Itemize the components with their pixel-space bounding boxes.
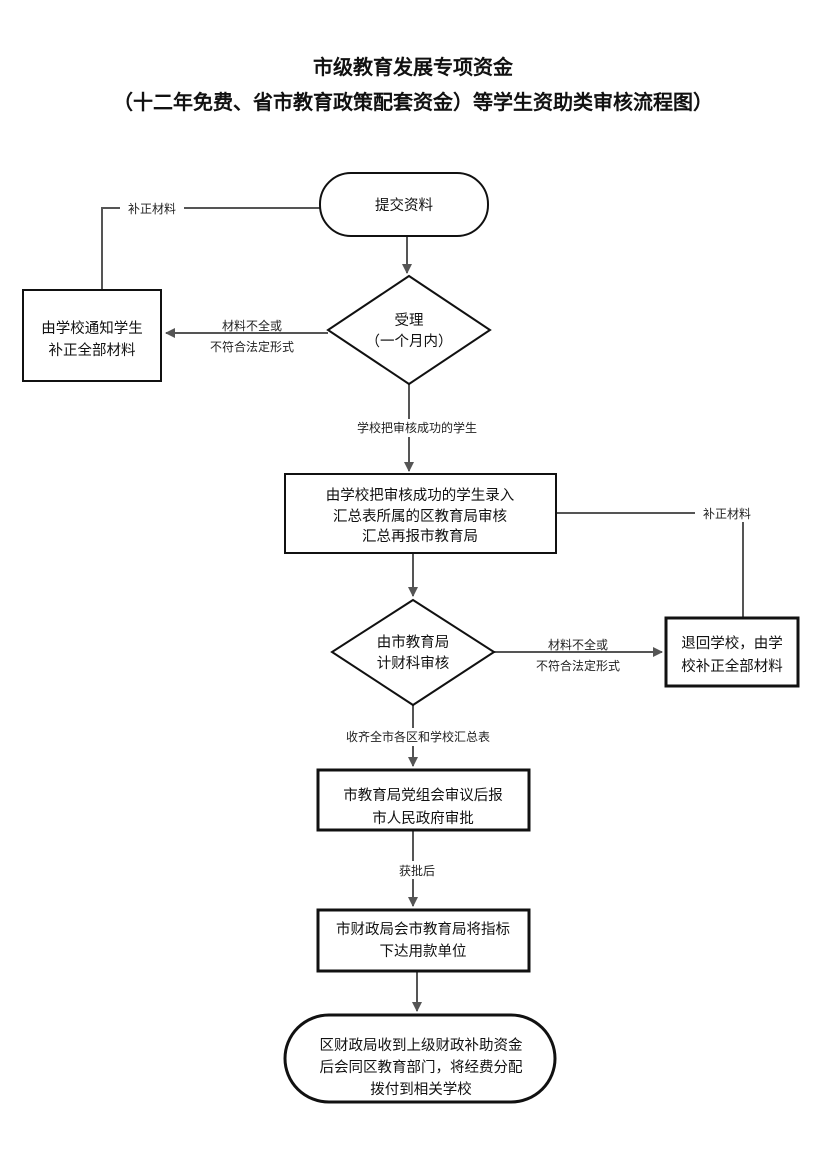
edge-label-incomplete-1a: 材料不全或	[222, 318, 282, 333]
title-line-2: （十二年免费、省市教育政策配套资金）等学生资助类审核流程图）	[113, 90, 713, 114]
node-notify-line-1: 由学校通知学生	[41, 320, 143, 337]
node-accept-line-1: 受理	[395, 312, 424, 329]
node-party-meeting: 市教育局党组会审议后报 市人民政府审批	[316, 768, 531, 832]
node-finance-review: 由市教育局 计财科审核	[330, 598, 496, 707]
node-issue-quota: 市财政局会市教育局将指标 下达用款单位	[316, 908, 531, 973]
node-entry-line-1: 由学校把审核成功的学生录入	[326, 487, 515, 504]
node-review-line-1: 由市教育局	[377, 634, 450, 651]
node-notify-student: 由学校通知学生 补正全部材料	[22, 289, 162, 382]
node-return-line-1: 退回学校，由学	[681, 635, 783, 652]
edge-label-after-approval: 获批后	[399, 863, 435, 878]
node-meeting-line-1: 市教育局党组会审议后报	[343, 787, 503, 804]
node-return-school: 退回学校，由学 校补正全部材料	[664, 616, 800, 688]
edge-label-incomplete-2b: 不符合法定形式	[536, 658, 620, 673]
node-accept: 受理 （一个月内）	[326, 274, 492, 386]
title-line-1: 市级教育发展专项资金	[313, 55, 514, 79]
node-return-line-2: 校补正全部材料	[681, 657, 783, 675]
node-review-line-2: 计财科审核	[377, 655, 450, 672]
node-notify-line-2: 补正全部材料	[49, 341, 136, 359]
node-school-entry: 由学校把审核成功的学生录入 汇总表所属的区教育局审核 汇总再报市教育局	[284, 473, 557, 554]
node-quota-line-1: 市财政局会市教育局将指标	[336, 921, 510, 938]
node-allocate-line-2: 后会同区教育部门，将经费分配	[320, 1059, 523, 1076]
edge-label-incomplete-2a: 材料不全或	[548, 637, 608, 652]
edge-label-collect-all: 收齐全市各区和学校汇总表	[346, 729, 490, 744]
node-allocate-line-1: 区财政局收到上级财政补助资金	[320, 1037, 523, 1054]
line-supplement-2	[556, 512, 744, 618]
edge-label-supplement-2: 补正材料	[703, 507, 751, 521]
node-submit-text: 提交资料	[375, 196, 433, 214]
node-entry-line-2: 汇总表所属的区教育局审核	[333, 508, 507, 525]
edge-label-incomplete-1b: 不符合法定形式	[210, 339, 294, 354]
edge-label-successful-students: 学校把审核成功的学生	[357, 420, 477, 435]
edge-label-supplement-1: 补正材料	[128, 202, 176, 216]
node-meeting-line-2: 市人民政府审批	[372, 810, 474, 827]
line-supplement-1	[101, 207, 320, 290]
node-allocate-line-3: 拨付到相关学校	[370, 1081, 472, 1098]
node-submit: 提交资料	[319, 172, 489, 237]
node-entry-line-3: 汇总再报市教育局	[362, 528, 478, 545]
node-quota-line-2: 下达用款单位	[380, 943, 467, 960]
node-district-allocate: 区财政局收到上级财政补助资金 后会同区教育部门，将经费分配 拨付到相关学校	[283, 1013, 557, 1104]
node-accept-line-2: （一个月内）	[366, 333, 453, 350]
